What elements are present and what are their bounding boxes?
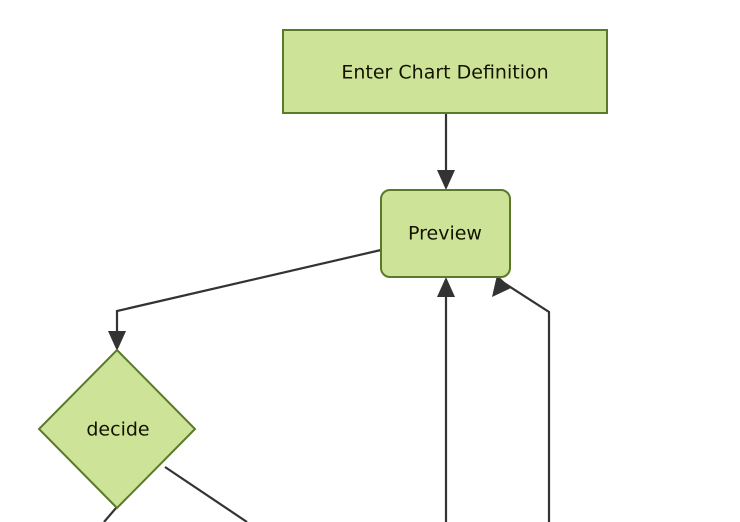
node-enter-chart-definition-shape[interactable] [282, 29, 608, 114]
node-layer: Enter Chart Definition Preview decide [37, 29, 608, 510]
edge-enter-to-preview [437, 113, 455, 190]
node-preview[interactable]: Preview [380, 189, 511, 278]
node-decide-label: decide [86, 419, 149, 441]
node-decide[interactable]: decide [37, 348, 197, 510]
edge-decide-out-right [164, 466, 248, 522]
node-preview-shape[interactable] [380, 189, 511, 278]
node-enter-chart-definition[interactable]: Enter Chart Definition [282, 29, 608, 114]
arrowhead-down-into-preview [437, 170, 455, 190]
edge-preview-to-decide-line [115, 248, 382, 343]
arrowhead-up-into-preview-right [492, 275, 511, 297]
node-enter-chart-definition-label: Enter Chart Definition [341, 62, 548, 84]
edge-decide-out-left [103, 507, 117, 522]
arrowhead-up-into-preview-center [437, 277, 455, 297]
edge-offscreen-to-preview-center [437, 277, 455, 522]
edge-offscreen-to-preview-right-line [500, 280, 551, 522]
edge-layer [103, 113, 551, 522]
edge-offscreen-to-preview-right [492, 275, 551, 522]
arrowhead-down-into-decide [108, 331, 126, 351]
node-preview-label: Preview [408, 223, 482, 245]
edge-preview-to-decide [108, 248, 382, 351]
node-decide-shape[interactable] [37, 348, 197, 510]
